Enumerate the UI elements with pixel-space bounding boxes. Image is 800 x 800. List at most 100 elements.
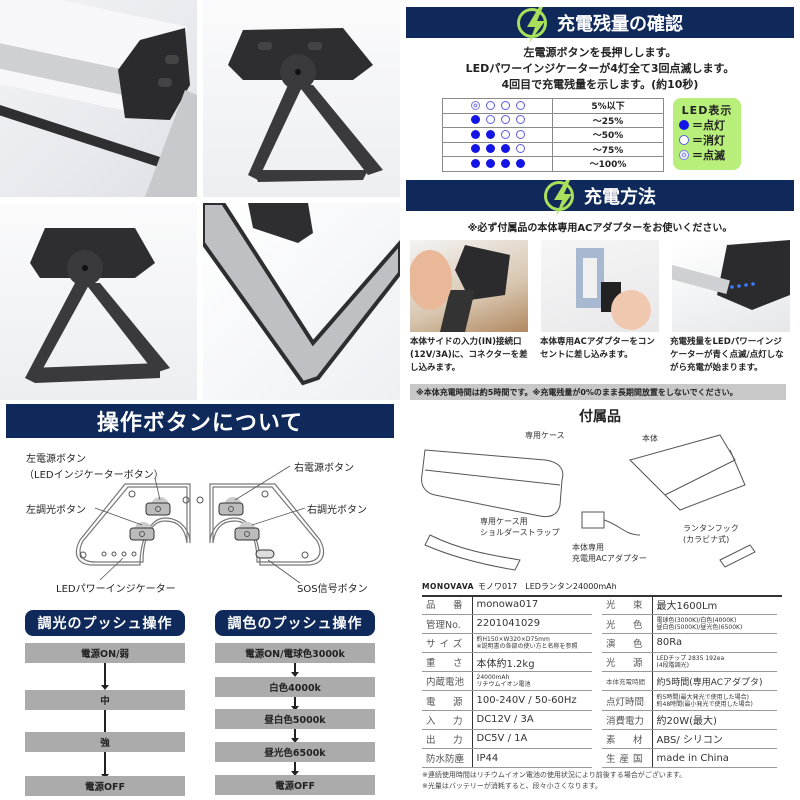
level-label: ～75% [552, 141, 664, 157]
spec-key: 防水防塵 [422, 748, 473, 769]
charge-level-title: 充電残量の確認 [557, 13, 683, 35]
spec-key: 品 番 [422, 595, 473, 615]
left-dim-label: 左調光ボタン [26, 505, 86, 516]
photo-led-indicator-charging [672, 240, 790, 332]
lightning-bolt-icon [544, 179, 574, 216]
led-pattern [442, 112, 553, 128]
spec-value: LEDチップ 2835 192ea (4段階調光) [652, 652, 777, 673]
led-legend: LED表示 ＝点灯 ＝消灯 ＝点滅 [673, 98, 741, 170]
instruction-line: 左電源ボタンを長押しします。 [523, 46, 677, 59]
led-on-icon [470, 129, 480, 139]
led-off-icon [515, 115, 525, 125]
right-power-label: 右電源ボタン [294, 463, 354, 474]
table-row: 重 さ本体約1.2kg [422, 652, 592, 673]
spec-key: サイズ [422, 633, 473, 654]
color-step: 電源OFF [215, 775, 375, 795]
spec-key: 生産国 [602, 748, 653, 769]
spec-value: 80Ra [652, 633, 777, 654]
arrow-down-icon [291, 697, 299, 711]
table-row: 光 束最大1600Lm [602, 595, 777, 615]
arrow-down-icon [101, 663, 109, 690]
arrow-down-icon [291, 663, 299, 677]
legend-title: LED表示 [681, 103, 733, 117]
led-off-icon [515, 129, 525, 139]
spec-key: 点灯時間 [602, 690, 653, 711]
charging-method-header: 充電方法 [406, 179, 794, 216]
led-on-icon [485, 144, 495, 154]
spec-key: 素 材 [602, 729, 653, 750]
led-off-icon [515, 144, 525, 154]
charging-step-caption: 充電残量をLEDパワーインジケーターが青く点滅/点灯しながら充電が始まります。 [670, 337, 784, 373]
spec-table-right: 光 束最大1600Lm 光 色電球色(3000K)/白色(4000K) 昼白色(… [602, 595, 777, 769]
spec-key: 本体充電時間 [602, 671, 653, 692]
strap-icon [424, 534, 521, 571]
dimming-step: 中 [25, 690, 185, 710]
led-on-icon [470, 115, 480, 125]
dimming-header: 調光のプッシュ操作 [25, 610, 185, 636]
table-row: 本体充電時間約5時間(専用ACアダプタ) [602, 671, 777, 692]
led-blink-icon [679, 149, 689, 160]
spec-value: 100-240V / 50-60Hz [472, 690, 592, 711]
spec-value: ABS/ シリコン [652, 729, 777, 750]
arrow-down-icon [101, 752, 109, 779]
spec-key: 内蔵電池 [422, 671, 473, 692]
led-off-icon [485, 115, 495, 125]
photo-wall-outlet [541, 240, 659, 332]
legend-on-label: ＝点灯 [692, 118, 725, 132]
led-pattern [442, 127, 553, 143]
accessory-label: 本体専用 充電用ACアダプター [572, 543, 647, 563]
led-on-icon [485, 158, 495, 168]
led-pattern [442, 156, 553, 172]
spec-value: 本体約1.2kg [472, 652, 592, 673]
lightning-bolt-icon [517, 6, 547, 43]
color-step: 昼白色5000k [215, 709, 375, 729]
charging-info-panel: 充電残量の確認 左電源ボタンを長押しします。 LEDパワーインジケーターが4灯全… [400, 0, 800, 400]
led-off-icon [500, 100, 510, 110]
spec-key: 光 束 [602, 595, 653, 615]
color-step: 昼光色6500k [215, 742, 375, 762]
accessories-specs-panel: 付属品 専用ケース 本体 専用ケース用 ショルダーストラップ 本体専用 充電用A… [400, 400, 800, 800]
charging-method-title: 充電方法 [584, 186, 656, 208]
table-row: ～50% [442, 127, 664, 143]
charging-note: ※本体充電時間は約5時間です。※充電残量が0%のまま長期間放置をしないでください… [410, 384, 786, 400]
accessories-illustration [421, 434, 756, 571]
sos-label: SOS信号ボタン [297, 584, 368, 595]
dimming-step: 電源OFF [25, 776, 185, 796]
table-row: 点灯時間約5時間(最大発光で使用した場合) 約48時間(最小発光で使用した場合) [602, 690, 777, 711]
spec-value: monowa017 [472, 595, 592, 615]
color-step: 白色4000k [215, 677, 375, 697]
footnote-line: ※連続使用時間はリチウムイオン電池の使用状況により前後する場合がございます。 [422, 771, 687, 779]
brand-logo: MONOVAVA [422, 582, 474, 591]
right-dim-label: 右調光ボタン [307, 505, 367, 516]
led-pattern [442, 98, 553, 114]
accessories-title: 付属品 [579, 409, 621, 425]
spec-value: 電球色(3000K)/白色(4000K) 昼白色(5000K)/昼光色(6500… [652, 614, 777, 634]
spec-value: 2201041029 [472, 614, 592, 634]
table-row: ～25% [442, 112, 664, 128]
legend-blink-label: ＝点滅 [692, 148, 725, 162]
spec-value: made in China [652, 748, 777, 769]
accessory-label: 専用ケース用 ショルダーストラップ [480, 517, 560, 537]
accessory-label: 専用ケース [525, 431, 565, 440]
level-label: ～25% [552, 112, 664, 128]
table-row: ～100% [442, 156, 664, 172]
led-pattern [442, 141, 553, 157]
spec-key: 演 色 [602, 633, 653, 654]
spec-value: 約5時間(専用ACアダプタ) [652, 671, 777, 692]
color-header: 調色のプッシュ操作 [215, 610, 375, 636]
led-on-icon [515, 158, 525, 168]
table-row: サイズ約H150×W320×D75mm ※説明書の各部の使い方と名称を参照 [422, 633, 592, 654]
charging-step-caption: 本体専用ACアダプターをコンセントに差し込みます。 [540, 337, 655, 360]
spec-footnotes: ※連続使用時間はリチウムイオン電池の使用状況により前後する場合がございます。 ※… [422, 770, 686, 792]
level-label: ～100% [552, 156, 664, 172]
case-icon [421, 449, 564, 518]
product-photos-grid [0, 0, 400, 400]
level-label: ～50% [552, 127, 664, 143]
buttons-header: 操作ボタンについて [6, 404, 394, 438]
spec-value: DC5V / 1A [472, 729, 592, 750]
